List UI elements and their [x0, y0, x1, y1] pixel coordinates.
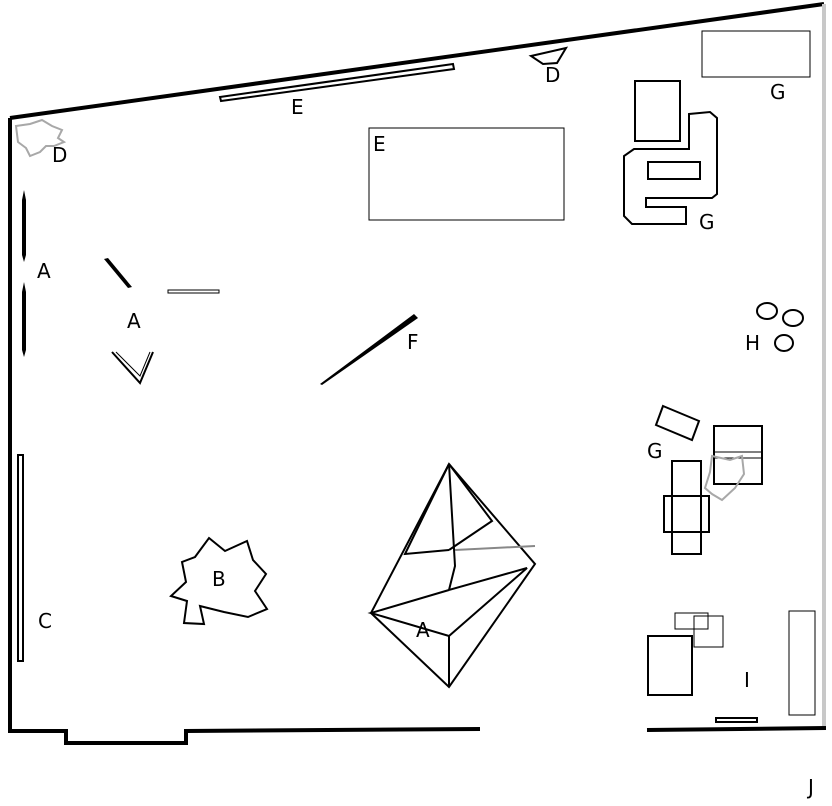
left-wall-panels-a [22, 190, 26, 357]
stool-1 [756, 302, 778, 320]
object-d-top [528, 46, 569, 66]
i-box-square [693, 615, 724, 648]
furniture-group-g-lower [654, 404, 763, 555]
label-g-top-right: G [770, 80, 786, 104]
i-box-small [674, 612, 709, 630]
diamond-facet-1 [403, 463, 450, 556]
label-f: F [407, 330, 419, 354]
box-g-top-right [701, 30, 811, 78]
a-fragment-v-inner [115, 351, 151, 377]
label-a-diamond: A [416, 618, 430, 642]
label-a-small-group: A [127, 309, 141, 333]
label-i: I [744, 668, 750, 692]
i-box-large [647, 635, 693, 696]
left-and-bottom-wall [8, 118, 481, 745]
diamond-grey-line [454, 545, 536, 551]
label-h: H [745, 331, 760, 355]
label-b: B [212, 567, 226, 591]
stools-h [756, 302, 804, 352]
label-e-wall: E [291, 95, 304, 119]
a-fragment-bar [167, 289, 220, 294]
wall-strip-e [218, 62, 456, 103]
g-cabinet [713, 425, 763, 485]
top-wall [9, 2, 825, 120]
left-panel-lower [22, 282, 26, 357]
panel-c [17, 454, 24, 662]
g-grey-blob [703, 454, 746, 502]
bottom-right-wall [646, 726, 827, 732]
diamond-facet-3 [367, 463, 528, 638]
stool-3 [774, 334, 794, 352]
corner-object-d [14, 118, 67, 158]
label-g-lower: G [647, 439, 663, 463]
desk-group-g [623, 80, 718, 225]
label-c: C [38, 609, 52, 633]
g-cross-vertical [671, 460, 702, 555]
label-d-corner: D [52, 143, 67, 167]
label-a-left-wall: A [37, 259, 51, 283]
sculpture-group-a [104, 258, 220, 385]
box-e [368, 127, 565, 221]
diamond-facet-2 [448, 463, 494, 551]
g-tilted-box [654, 404, 701, 442]
stool-2 [782, 309, 804, 327]
desk-g-counter [623, 110, 718, 225]
i-bar [715, 717, 758, 723]
left-panel-upper [22, 190, 26, 262]
desk-g-cabinet [634, 80, 681, 142]
furniture-group-i [647, 610, 816, 723]
label-g-desk: G [699, 210, 715, 234]
outer-walls [8, 2, 827, 745]
g-cross-horizontal [663, 495, 710, 533]
i-tall-cabinet [788, 610, 816, 716]
label-d-top: D [545, 63, 560, 87]
a-fragment-diagonal [104, 258, 132, 288]
plan-labels: A A A B C D D E E F G G G H I J [37, 63, 814, 799]
label-j: J [806, 775, 814, 799]
a-fragment-v [111, 351, 154, 385]
diamond-sculpture-a [367, 462, 537, 689]
beam-f [320, 314, 418, 385]
object-b [169, 536, 269, 626]
desk-g-drawer [647, 161, 701, 180]
label-e-box: E [373, 132, 386, 156]
